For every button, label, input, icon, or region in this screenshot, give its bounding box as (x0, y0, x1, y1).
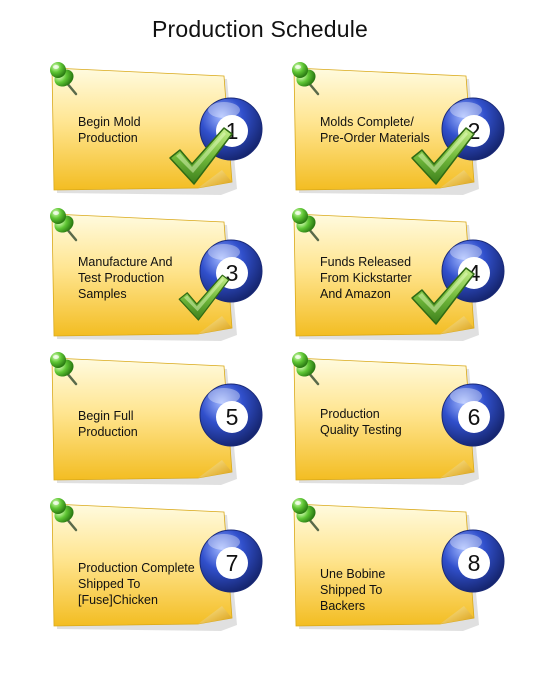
step-label: Funds Released From Kickstarter And Amaz… (320, 255, 412, 301)
step-card-8: Une Bobine Shipped To Backers 8 (290, 498, 520, 632)
checkmark-icon (178, 274, 230, 321)
step-number-badge: 8 (441, 529, 505, 593)
step-label: Begin Full Production (78, 409, 138, 439)
step-label: Molds Complete/ Pre-Order Materials (320, 115, 430, 145)
page-title: Production Schedule (151, 16, 369, 42)
step-number-badge: 1 (199, 97, 263, 161)
step-number: 6 (468, 404, 481, 430)
pushpin-icon (50, 352, 78, 386)
step-card-5: Begin Full Production 5 (48, 352, 278, 486)
pushpin-icon (292, 498, 320, 532)
pushpin-icon (292, 208, 320, 242)
sticky-note (293, 503, 479, 631)
step-card-4: Funds Released From Kickstarter And Amaz… (290, 208, 520, 342)
pushpin-icon (292, 352, 320, 386)
step-label: Production Complete Shipped To [Fuse]Chi… (78, 561, 195, 607)
step-label: Begin Mold Production (78, 115, 141, 145)
sticky-note (293, 357, 479, 485)
pushpin-icon (50, 498, 78, 532)
step-number-badge: 6 (441, 383, 505, 447)
step-card-1: Begin Mold Production 1 (48, 62, 278, 196)
step-number-badge: 5 (199, 383, 263, 447)
checkmark-icon (169, 127, 233, 185)
pushpin-icon (50, 62, 78, 96)
pushpin-icon (292, 62, 320, 96)
step-number: 5 (226, 404, 239, 430)
pushpin-icon (50, 208, 78, 242)
sticky-note (51, 503, 237, 631)
checkmark-icon (411, 127, 475, 185)
step-label: Une Bobine Shipped To Backers (320, 567, 386, 613)
step-card-6: Production Quality Testing 6 (290, 352, 520, 486)
checkmark-icon (411, 267, 475, 325)
step-number: 7 (226, 550, 239, 576)
step-label: Manufacture And Test Production Samples (78, 255, 173, 301)
step-card-7: Production Complete Shipped To [Fuse]Chi… (48, 498, 278, 632)
step-number: 8 (468, 550, 481, 576)
step-number-badge: 7 (199, 529, 263, 593)
sticky-note (51, 357, 237, 485)
step-label: Production Quality Testing (320, 407, 402, 437)
step-number: 4 (468, 260, 481, 286)
